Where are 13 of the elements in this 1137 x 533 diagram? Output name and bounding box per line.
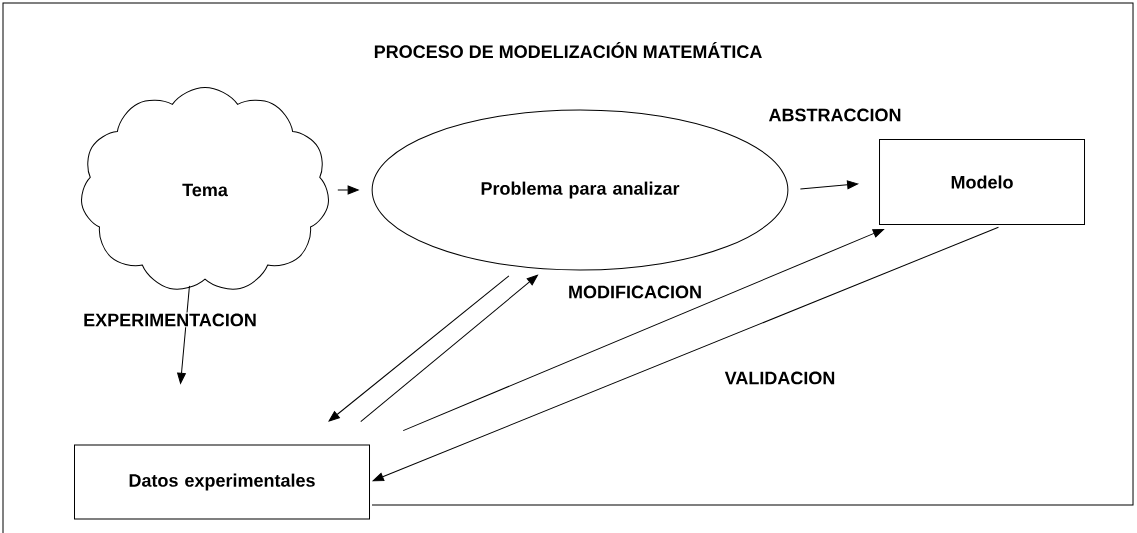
arrow: [328, 275, 510, 422]
arrow: [402, 228, 884, 432]
arrow: [337, 185, 359, 195]
arrow: [360, 274, 538, 423]
process-label: MODIFICACION: [567, 284, 703, 300]
process-box: Datos experimentales: [74, 444, 370, 520]
title: PROCESO DE MODELIZACIÓN MATEMÁTICA: [374, 41, 762, 59]
process-box: Modelo: [879, 139, 1085, 225]
arrow: [372, 226, 999, 482]
process-label: EXPERIMENTACION: [82, 312, 258, 328]
arrow: [799, 180, 859, 190]
arrow: [177, 285, 190, 384]
process-label: VALIDACION: [723, 370, 837, 386]
